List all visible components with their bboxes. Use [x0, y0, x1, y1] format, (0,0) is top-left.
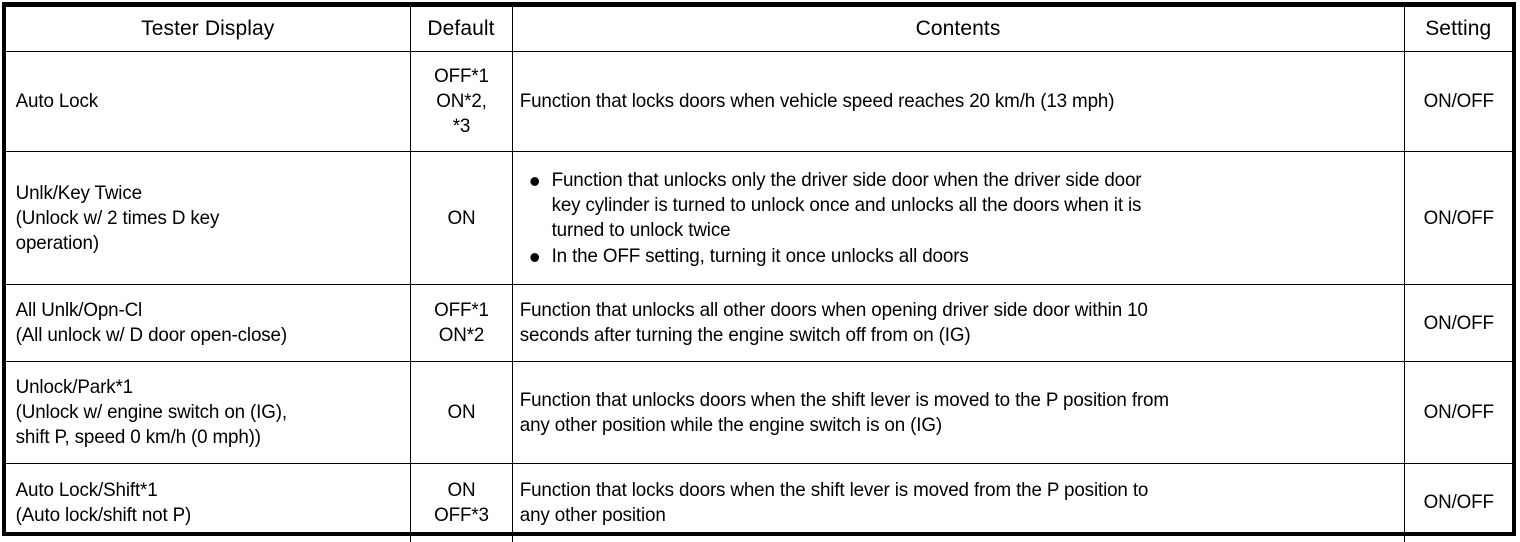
cell-contents: Function that unlocks only the driver si…: [511, 151, 1405, 285]
contents-text: Function that unlocks doors when the shi…: [513, 385, 1373, 441]
bullet-dot-icon: [529, 176, 539, 186]
default-value-line: ON*2,: [435, 90, 487, 112]
cell-tester-display: Unlock/Park*1 (Unlock w/ engine switch on…: [6, 361, 411, 464]
tester-display-line: shift P, speed 0 km/h (0 mph)): [15, 426, 261, 448]
table-row: Auto Lock/Shift*1(Auto lock/shift not P)…: [6, 463, 1512, 542]
tester-display-text: Unlock/Park*1 (Unlock w/ engine switch on…: [6, 372, 395, 453]
contents-line: Function that locks doors when vehicle s…: [519, 90, 1114, 112]
contents-line: key cylinder is turned to unlock once an…: [551, 193, 1141, 216]
contents-line: any other position: [519, 503, 666, 526]
contents-bullet-list: Function that unlocks only the driver si…: [519, 168, 1365, 269]
cell-contents: Function that locks doors when the shift…: [511, 463, 1405, 542]
tester-display-text: Auto Lock/Shift*1(Auto lock/shift not P): [6, 475, 395, 531]
cell-tester-display: All Unlk/Opn-Cl (All unlock w/ D door ope…: [6, 284, 411, 362]
cell-setting-value: ON/OFF: [1403, 361, 1512, 464]
tester-display-line: (Unlock w/ 2 times D key: [15, 206, 220, 229]
setting-value-text: ON/OFF: [1423, 90, 1494, 112]
contents-bullet-item: Function that unlocks only the driver si…: [519, 168, 1365, 243]
column-header-tester-display: Tester Display: [6, 6, 411, 52]
table-row: Unlock/Park*1 (Unlock w/ engine switch on…: [6, 361, 1512, 464]
default-value-text: ON: [412, 397, 509, 428]
contents-line: In the OFF setting, turning it once unlo…: [551, 244, 969, 267]
cell-contents: Function that unlocks all other doors wh…: [511, 284, 1405, 362]
setting-value-text: ON/OFF: [1423, 206, 1494, 229]
contents-bullet-item: In the OFF setting, turning it once unlo…: [519, 244, 1365, 269]
cell-contents: Function that locks doors when vehicle s…: [511, 51, 1405, 152]
default-value-line: OFF*1: [433, 65, 489, 87]
tester-display-text: All Unlk/Opn-Cl (All unlock w/ D door ope…: [6, 295, 395, 351]
cell-setting-value: ON/OFF: [1403, 463, 1512, 542]
tester-display-line: Auto Lock: [15, 90, 99, 112]
contents-text: Function that unlocks all other doors wh…: [513, 295, 1373, 351]
contents-line: Function that unlocks doors when the shi…: [519, 388, 1169, 411]
setting-value-text: ON/OFF: [1423, 491, 1494, 514]
tester-display-line: Auto Lock/Shift*1: [15, 478, 158, 501]
table-header: Tester Display Default Contents Setting: [6, 6, 1512, 52]
contents-line: seconds after turning the engine switch …: [519, 324, 970, 346]
contents-text: Function that unlocks only the driver si…: [513, 165, 1373, 272]
bullet-dot-icon: [529, 252, 539, 262]
setting-value-text: ON/OFF: [1423, 401, 1494, 423]
default-value-line: ON*2: [438, 324, 484, 346]
tester-display-text: Auto Lock: [6, 86, 395, 117]
contents-line: Function that unlocks all other doors wh…: [519, 299, 1148, 321]
cell-setting-value: ON/OFF: [1403, 284, 1512, 362]
column-header-setting: Setting: [1403, 6, 1512, 52]
contents-line: Function that locks doors when the shift…: [519, 478, 1148, 501]
cell-contents: Function that unlocks doors when the shi…: [511, 361, 1405, 464]
cell-tester-display: Auto Lock: [6, 51, 411, 152]
setting-value-text: ON/OFF: [1423, 311, 1494, 334]
tester-display-line: (Unlock w/ engine switch on (IG),: [15, 401, 287, 423]
door-lock-settings-table: Tester Display Default Contents Setting …: [6, 6, 1512, 542]
contents-line: any other position while the engine swit…: [519, 413, 942, 436]
tester-display-line: operation): [15, 231, 99, 254]
default-value-line: OFF*1: [433, 299, 489, 321]
default-value-text: ON: [412, 203, 509, 234]
cell-setting-value: ON/OFF: [1403, 151, 1512, 285]
header-row: Tester Display Default Contents Setting: [6, 6, 1512, 52]
cell-default-value: ON: [409, 151, 513, 285]
tester-display-line: Unlock/Park*1: [15, 376, 134, 398]
tester-display-line: Unlk/Key Twice: [15, 181, 142, 204]
tester-display-line: (Auto lock/shift not P): [15, 503, 192, 526]
default-value-line: *3: [452, 115, 470, 137]
contents-line: turned to unlock twice: [551, 218, 730, 241]
cell-setting-value: ON/OFF: [1403, 51, 1512, 152]
cell-tester-display: Auto Lock/Shift*1(Auto lock/shift not P): [6, 463, 411, 542]
contents-text: Function that locks doors when vehicle s…: [513, 86, 1373, 117]
contents-line: Function that unlocks only the driver si…: [551, 168, 1141, 191]
table-row: All Unlk/Opn-Cl (All unlock w/ D door ope…: [6, 284, 1512, 362]
default-value-line: OFF*3: [433, 503, 489, 526]
contents-text: Function that locks doors when the shift…: [513, 475, 1373, 531]
default-value-line: ON: [447, 478, 475, 501]
cell-default-value: ON: [409, 361, 513, 464]
default-value-line: ON: [447, 206, 475, 229]
tester-display-line: All Unlk/Opn-Cl: [15, 299, 143, 321]
default-value-line: ON: [447, 401, 475, 423]
column-header-contents: Contents: [511, 6, 1405, 52]
column-header-default: Default: [409, 6, 513, 52]
tester-display-line: (All unlock w/ D door open-close): [15, 324, 287, 346]
